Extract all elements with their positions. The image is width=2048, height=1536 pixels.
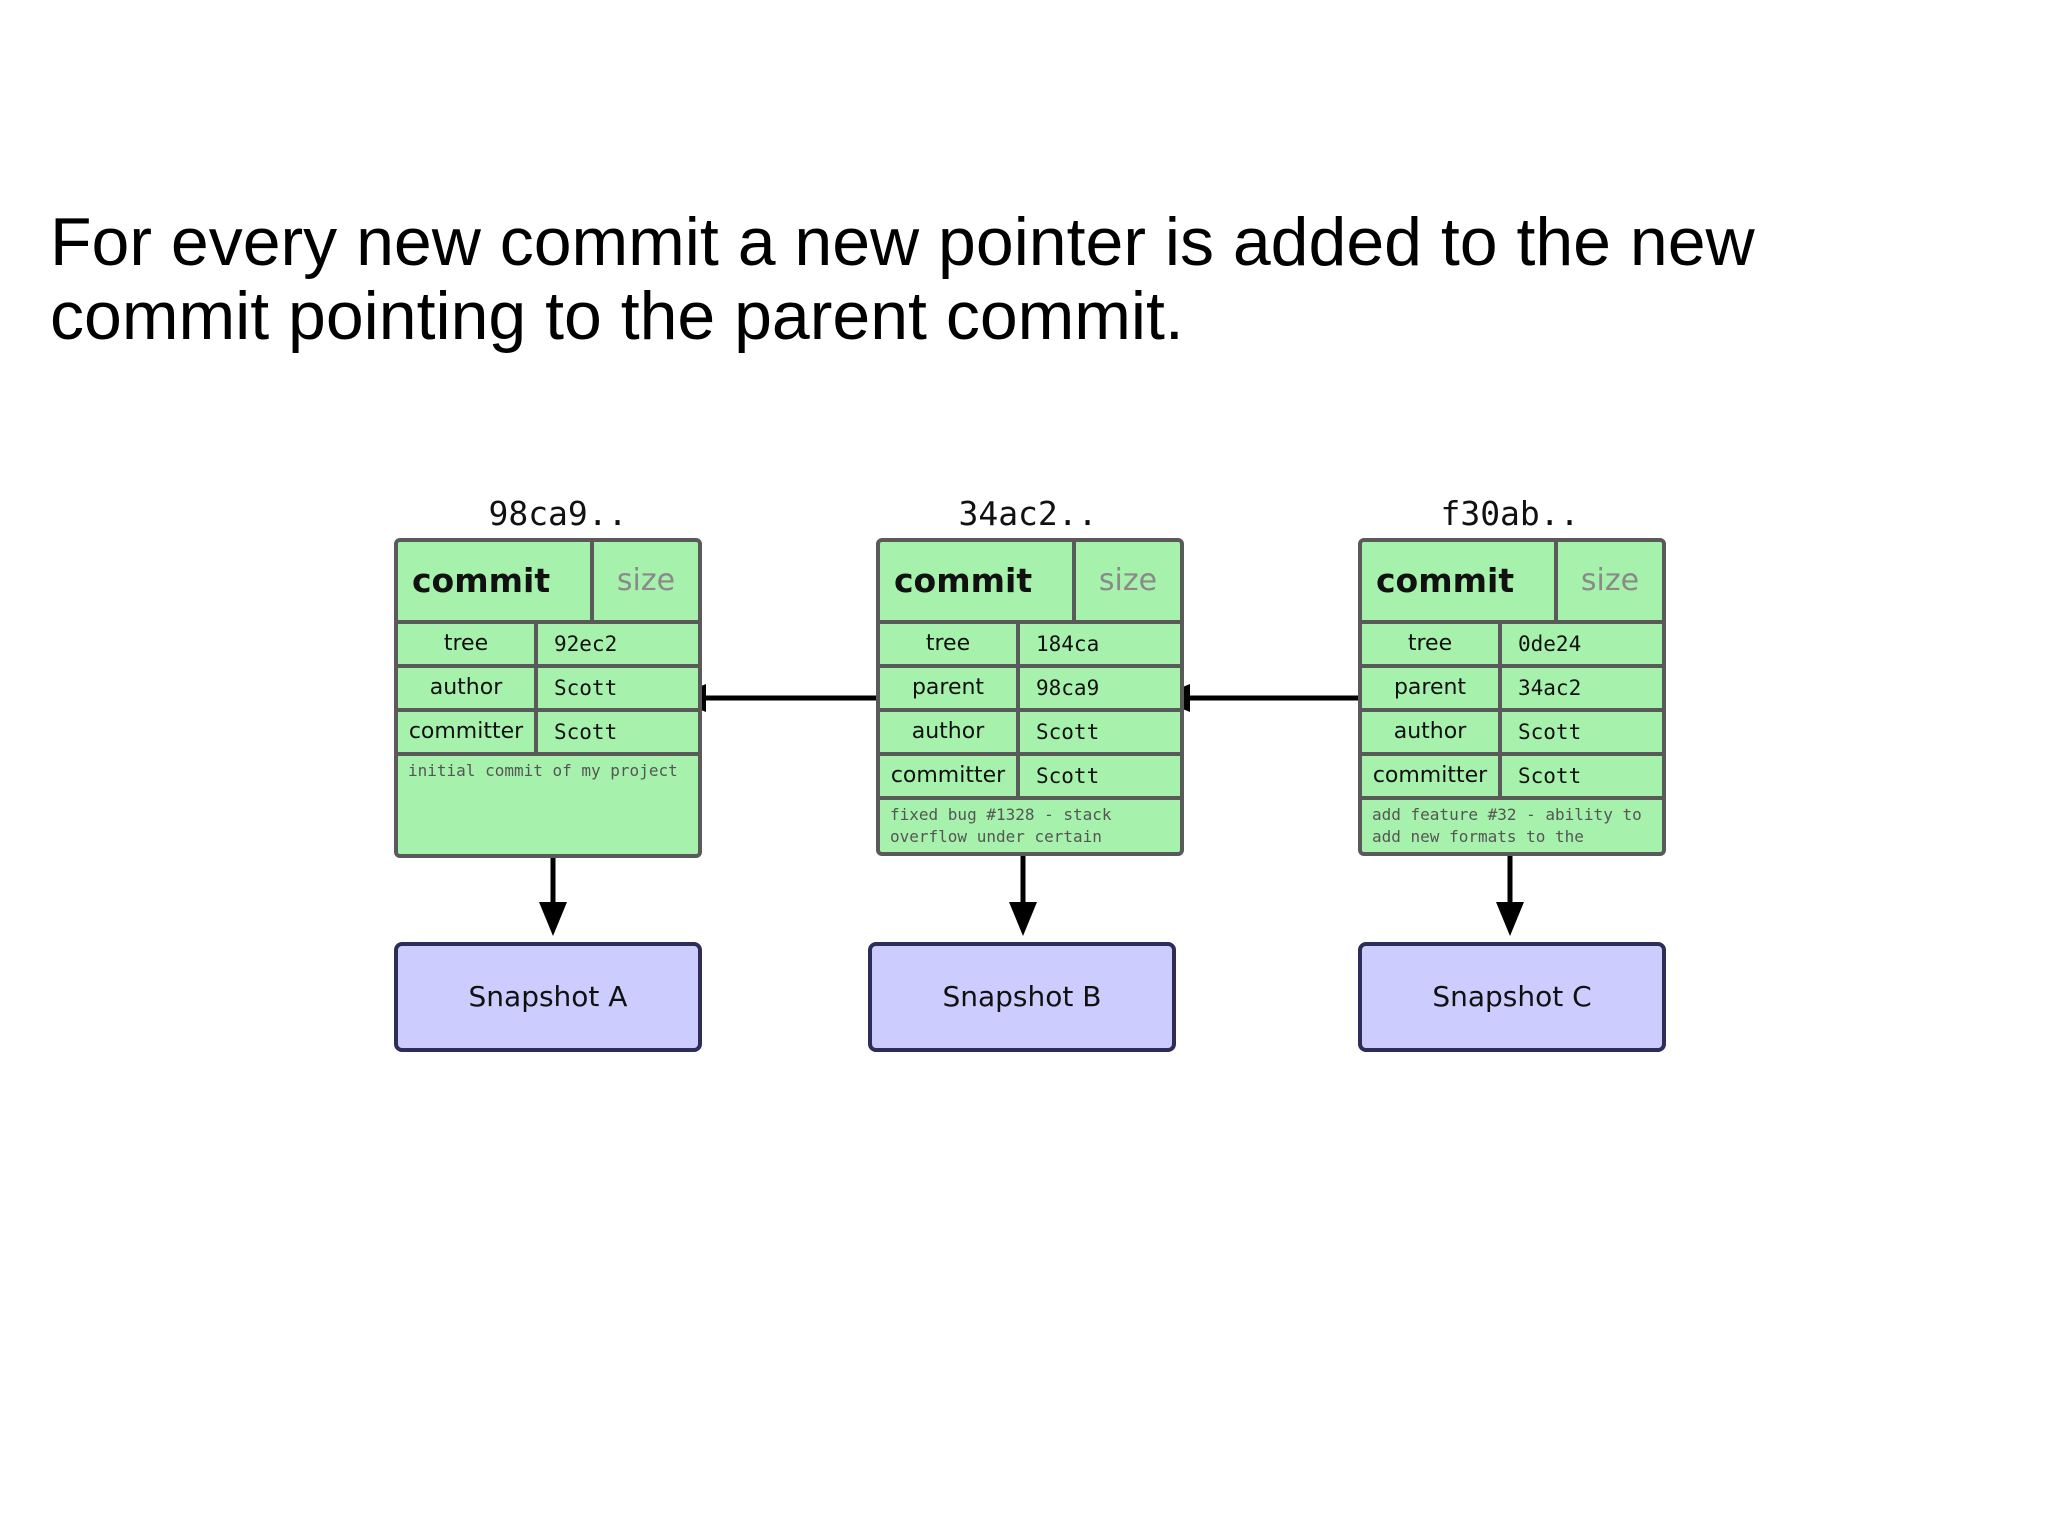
- commit-c-box: commit size tree 0de24 parent 34ac2 auth…: [1358, 538, 1666, 856]
- commit-b-row: author Scott: [880, 712, 1180, 756]
- field-value: Scott: [1036, 720, 1100, 744]
- slide-caption: For every new commit a new pointer is ad…: [50, 205, 1950, 353]
- commit-c-message: add feature #32 - ability to add new for…: [1372, 805, 1642, 852]
- commit-b-row: parent 98ca9: [880, 668, 1180, 712]
- field-value: 34ac2: [1518, 676, 1582, 700]
- field-value: 0de24: [1518, 632, 1582, 656]
- snapshot-a: Snapshot A: [394, 942, 702, 1052]
- commit-a-row: author Scott: [398, 668, 698, 712]
- field-value: 92ec2: [554, 632, 618, 656]
- commit-c-size: size: [1580, 563, 1640, 598]
- commit-c-row: parent 34ac2: [1362, 668, 1662, 712]
- field-value: Scott: [554, 720, 618, 744]
- field-value: Scott: [1518, 764, 1582, 788]
- field-value: Scott: [1518, 720, 1582, 744]
- commit-b-hash: 34ac2..: [958, 494, 1098, 533]
- commit-c-header: commit size: [1362, 542, 1662, 624]
- commit-c-row: author Scott: [1362, 712, 1662, 756]
- commit-diagram: 98ca9.. commit size tree 92ec2 author Sc…: [360, 470, 1740, 1110]
- commit-a-size: size: [616, 563, 676, 598]
- commit-c-keyword: commit: [1362, 542, 1558, 620]
- commit-b-box: commit size tree 184ca parent 98ca9 auth…: [876, 538, 1184, 856]
- field-value: Scott: [1036, 764, 1100, 788]
- commit-a-header: commit size: [398, 542, 698, 624]
- snapshot-arrow-b-head: [1009, 902, 1037, 936]
- commit-a-hash: 98ca9..: [488, 494, 628, 533]
- field-value: 184ca: [1036, 632, 1100, 656]
- field-key: author: [398, 668, 538, 708]
- field-key: tree: [1362, 624, 1502, 664]
- commit-b-header: commit size: [880, 542, 1180, 624]
- snapshot-arrow-c-head: [1496, 902, 1524, 936]
- commit-a-box: commit size tree 92ec2 author Scott comm…: [394, 538, 702, 858]
- commit-a-message: initial commit of my project: [408, 761, 678, 780]
- snapshot-c: Snapshot C: [1358, 942, 1666, 1052]
- snapshot-arrow-a-head: [539, 902, 567, 936]
- field-value: Scott: [554, 676, 618, 700]
- commit-b-message: fixed bug #1328 - stack overflow under c…: [890, 805, 1112, 846]
- field-key: author: [880, 712, 1020, 752]
- field-key: tree: [398, 624, 538, 664]
- commit-c-row: tree 0de24: [1362, 624, 1662, 668]
- field-key: parent: [1362, 668, 1502, 708]
- caption-line-1: For every new commit a new pointer is ad…: [50, 204, 1755, 280]
- commit-b-row: committer Scott: [880, 756, 1180, 800]
- field-key: author: [1362, 712, 1502, 752]
- field-key: committer: [880, 756, 1020, 796]
- commit-a-keyword: commit: [398, 542, 594, 620]
- field-value: 98ca9: [1036, 676, 1100, 700]
- field-key: tree: [880, 624, 1020, 664]
- snapshot-b: Snapshot B: [868, 942, 1176, 1052]
- commit-c-hash: f30ab..: [1440, 494, 1580, 533]
- commit-b-keyword: commit: [880, 542, 1076, 620]
- caption-line-2: commit pointing to the parent commit.: [50, 278, 1184, 354]
- field-key: committer: [398, 712, 538, 752]
- commit-c-row: committer Scott: [1362, 756, 1662, 800]
- commit-a-row: committer Scott: [398, 712, 698, 756]
- commit-a-row: tree 92ec2: [398, 624, 698, 668]
- field-key: committer: [1362, 756, 1502, 796]
- field-key: parent: [880, 668, 1020, 708]
- commit-b-size: size: [1098, 563, 1158, 598]
- commit-b-row: tree 184ca: [880, 624, 1180, 668]
